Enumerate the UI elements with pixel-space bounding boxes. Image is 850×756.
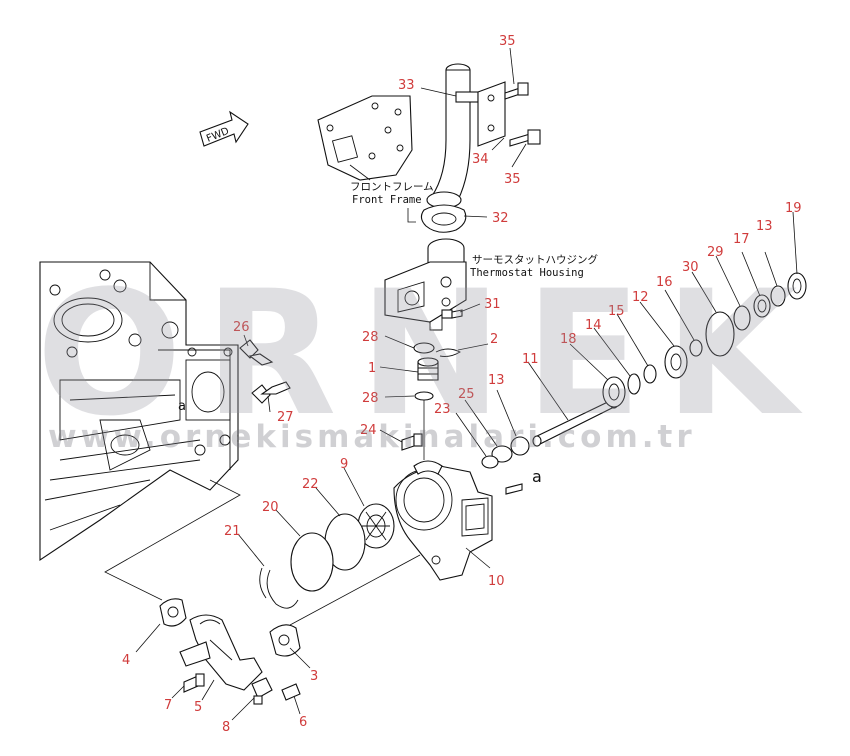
callout-31: 31	[484, 297, 501, 312]
callout-5: 5	[194, 700, 202, 715]
callout-13b: 13	[488, 373, 505, 388]
bolt-27	[251, 381, 291, 404]
callout-35a: 35	[499, 34, 516, 49]
bracket-plate	[179, 641, 211, 667]
callout-28b: 28	[362, 391, 379, 406]
bolt-24	[401, 433, 423, 451]
callout-14: 14	[585, 318, 602, 333]
callout-6: 6	[299, 715, 307, 730]
gasket-4	[159, 598, 187, 627]
callout-11: 11	[522, 352, 539, 367]
callout-1: 1	[368, 361, 376, 376]
front-frame-label-en: Front Frame	[352, 194, 422, 206]
fwd-arrow-icon: FWD	[199, 110, 249, 147]
snap-ring-21-inner	[259, 567, 267, 599]
callout-29: 29	[707, 245, 724, 260]
water-pump-body	[393, 460, 493, 581]
gasket-3	[269, 624, 301, 657]
callout-26: 26	[233, 320, 250, 335]
callout-25: 25	[458, 387, 475, 402]
bearing-18	[602, 376, 626, 408]
snap-ring-21	[266, 569, 299, 609]
callout-13a: 13	[756, 219, 773, 234]
seal-23	[481, 455, 499, 469]
callout-numbers: 35 33 34 35 32 19 13 17 29 30 16 12 15 1…	[122, 34, 802, 735]
fitting-8	[251, 677, 273, 705]
pipe-guide-line	[104, 479, 241, 601]
callout-35b: 35	[504, 172, 521, 187]
callout-17: 17	[733, 232, 750, 247]
thermostat-housing-label-jp: サーモスタットハウジング	[472, 253, 598, 266]
seal-30	[705, 311, 735, 357]
bolt-26	[239, 339, 274, 366]
callout-10: 10	[488, 574, 505, 589]
callout-23: 23	[434, 402, 451, 417]
bolt-35-top	[504, 82, 529, 100]
elbow-pipe-5	[189, 614, 263, 691]
callout-21: 21	[224, 524, 241, 539]
callout-16: 16	[656, 275, 673, 290]
thermostat	[417, 357, 439, 381]
ref-a-label-block: a	[178, 399, 186, 414]
ring-13-top	[770, 285, 786, 307]
front-frame-plate	[317, 95, 413, 181]
gasket-20	[290, 532, 334, 592]
engine-block	[39, 261, 239, 562]
impeller-9	[357, 503, 395, 549]
o-ring-28-top	[413, 342, 435, 354]
callout-24: 24	[360, 423, 377, 438]
leader-lines	[135, 47, 798, 721]
bolt-7	[183, 673, 205, 693]
callout-18: 18	[560, 332, 577, 347]
cap-19	[787, 272, 807, 300]
bearing-17	[753, 294, 771, 318]
gasket-32	[420, 204, 467, 233]
clip-2	[435, 348, 461, 357]
callout-19: 19	[785, 201, 802, 216]
thermostat-housing-label-en: Thermostat Housing	[470, 267, 584, 279]
callout-9: 9	[340, 457, 348, 472]
callout-7: 7	[164, 698, 172, 713]
callout-27: 27	[277, 410, 294, 425]
thermostat-housing	[384, 238, 467, 331]
front-frame-label-jp: フロントフレーム	[350, 181, 434, 193]
shaft-11	[532, 397, 619, 447]
callout-3: 3	[310, 669, 318, 684]
bolt-31	[441, 309, 463, 319]
ring-29	[733, 305, 751, 331]
ring-13-lower	[510, 436, 530, 456]
pipe-bracket	[477, 81, 506, 147]
bolt-6	[281, 683, 301, 701]
o-ring-28-bottom	[414, 391, 434, 401]
callout-20: 20	[262, 500, 279, 515]
callout-32: 32	[492, 211, 509, 226]
callout-30: 30	[682, 260, 699, 275]
dowel-pin	[505, 483, 523, 495]
ring-14	[627, 373, 641, 395]
callout-22: 22	[302, 477, 319, 492]
front-frame-leader	[407, 208, 416, 223]
callout-2: 2	[490, 332, 498, 347]
bolt-35-bottom	[509, 129, 541, 147]
ref-a-label-pump: a	[532, 467, 542, 486]
callout-33: 33	[398, 78, 415, 93]
ring-15	[643, 364, 657, 384]
ring-16	[689, 339, 703, 357]
gear-12	[664, 345, 688, 379]
callout-34: 34	[472, 152, 489, 167]
pipe-guide-line-2	[289, 554, 421, 626]
callout-8: 8	[222, 720, 230, 735]
callout-12: 12	[632, 290, 649, 305]
water-pipe	[426, 63, 479, 209]
callout-28a: 28	[362, 330, 379, 345]
callout-15: 15	[608, 304, 625, 319]
callout-4: 4	[122, 653, 130, 668]
seal-25	[491, 445, 513, 463]
